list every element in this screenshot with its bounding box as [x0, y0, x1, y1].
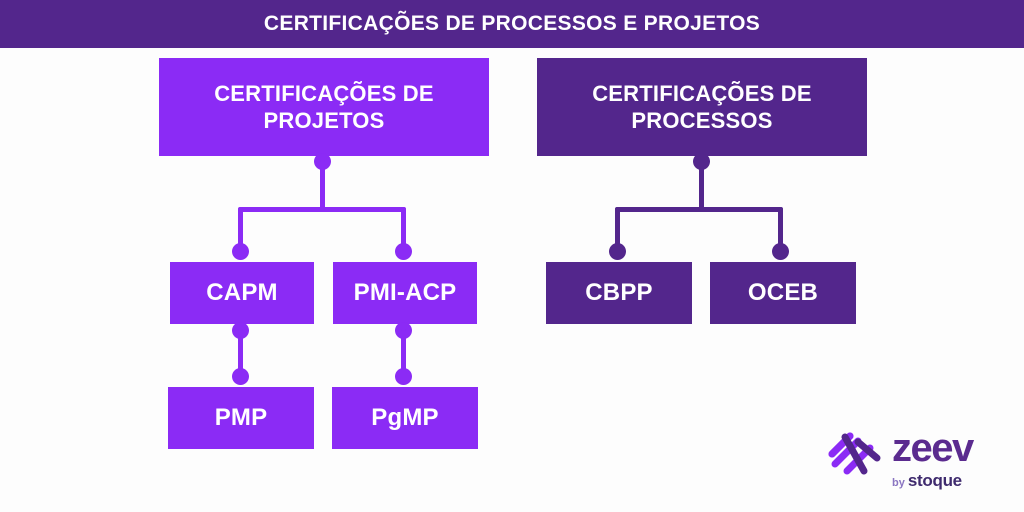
node-label: PgMP — [371, 404, 439, 431]
zeev-logo-company-text: stoque — [907, 471, 962, 490]
node-cbpp[interactable]: CBPP — [546, 262, 692, 324]
node-label: CBPP — [585, 279, 653, 306]
connector-drop-oceb — [778, 207, 783, 255]
node-certificacoes-de-processos[interactable]: CERTIFICAÇÕES DE PROCESSOS — [537, 58, 867, 156]
connector-hbar-projetos — [238, 207, 406, 212]
page-header: CERTIFICAÇÕES DE PROCESSOS E PROJETOS — [0, 0, 1024, 48]
connector-dot-pmiacp-top — [395, 243, 412, 260]
node-label: CAPM — [206, 279, 278, 306]
connector-drop-pmiacp — [401, 207, 406, 255]
node-label: OCEB — [747, 279, 819, 306]
node-label: CERTIFICAÇÕES DE PROJETOS — [214, 80, 434, 134]
node-oceb[interactable]: OCEB — [710, 262, 856, 324]
connector-dot-pmp-top — [232, 368, 249, 385]
connector-drop-cbpp — [615, 207, 620, 255]
node-label: PMP — [214, 404, 268, 431]
zeev-logo-by-text: by — [892, 477, 908, 489]
connector-dot-cbpp-top — [609, 243, 626, 260]
connector-hbar-processos — [615, 207, 783, 212]
node-certificacoes-de-projetos[interactable]: CERTIFICAÇÕES DE PROJETOS — [159, 58, 489, 156]
connector-vline-capm-pmp — [238, 329, 243, 371]
page-title: CERTIFICAÇÕES DE PROCESSOS E PROJETOS — [263, 12, 761, 35]
node-pgmp[interactable]: PgMP — [332, 387, 478, 449]
connector-vline-pmiacp-pgmp — [401, 329, 406, 371]
connector-dot-capm-top — [232, 243, 249, 260]
zeev-logo-mark-icon — [828, 432, 881, 475]
node-pmp[interactable]: PMP — [168, 387, 314, 449]
connector-dot-pgmp-top — [395, 368, 412, 385]
node-label: CERTIFICAÇÕES DE PROCESSOS — [592, 80, 812, 134]
connector-dot-oceb-top — [772, 243, 789, 260]
zeev-logo-wordmark: zeev — [892, 426, 974, 470]
node-capm[interactable]: CAPM — [170, 262, 314, 324]
zeev-logo-byline: by stoque — [892, 472, 962, 489]
zeev-logo: zeev by stoque — [824, 424, 1000, 496]
connector-vline-root-processos — [699, 160, 704, 212]
connector-vline-root-projetos — [320, 160, 325, 212]
connector-drop-capm — [238, 207, 243, 255]
node-label: PMI-ACP — [353, 279, 457, 306]
node-pmi-acp[interactable]: PMI-ACP — [333, 262, 477, 324]
